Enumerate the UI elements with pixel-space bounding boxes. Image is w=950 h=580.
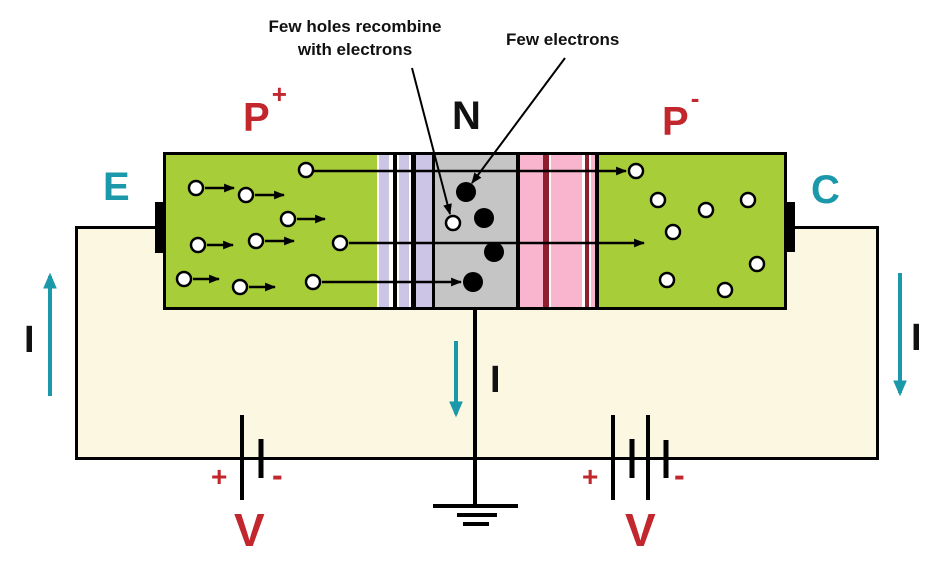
recombine-annotation-line1: Few holes recombine xyxy=(268,17,442,36)
region-label-collector: P- xyxy=(662,85,699,144)
emitter-p-text: P xyxy=(243,95,270,140)
battery-right-voltage-label: V xyxy=(625,504,656,556)
battery-left-minus: - xyxy=(272,457,283,493)
emitter-region xyxy=(166,155,377,307)
emitter-electrode xyxy=(155,202,164,253)
depletion-region-left xyxy=(377,155,432,307)
collector-p-text: P xyxy=(662,99,689,144)
collector-electrode xyxy=(786,202,795,252)
battery-left-voltage-label: V xyxy=(234,504,265,556)
battery-right-minus: - xyxy=(674,457,685,493)
collector-current-label: I xyxy=(911,317,922,359)
emitter-terminal-label: E xyxy=(103,165,130,209)
collector-terminal-label: C xyxy=(811,168,840,212)
battery-left-plus: + xyxy=(211,461,228,492)
base-region xyxy=(432,155,516,307)
emitter-plus-sign: + xyxy=(271,79,287,109)
recombine-annotation: Few holes recombine with electrons xyxy=(235,16,475,62)
collector-minus-sign: - xyxy=(690,83,700,113)
emitter-current-label: I xyxy=(24,319,35,361)
depletion-region-right xyxy=(516,155,595,307)
region-label-emitter: P+ xyxy=(243,81,287,140)
collector-region xyxy=(595,155,784,307)
few-electrons-annotation: Few electrons xyxy=(506,30,620,49)
base-current-label: I xyxy=(490,359,501,401)
battery-right-plus: + xyxy=(582,461,599,492)
region-label-base: N xyxy=(452,94,481,138)
transistor-body xyxy=(163,152,787,310)
recombine-annotation-line2: with electrons xyxy=(297,39,413,59)
